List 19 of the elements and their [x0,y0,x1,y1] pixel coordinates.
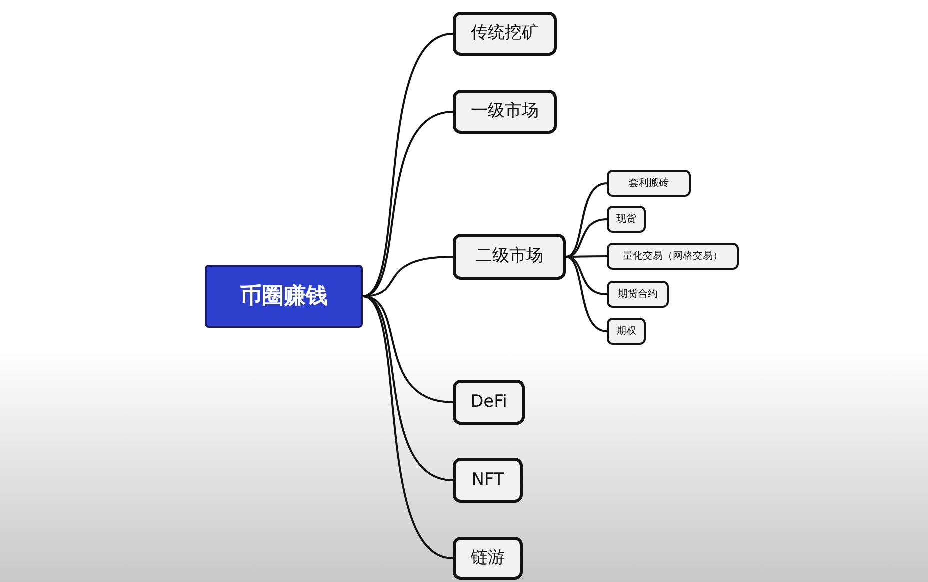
root-topic-box: 币圈赚钱 [205,265,363,328]
topic-box: 期权 [607,318,646,345]
topic-box: 传统挖矿 [453,12,557,56]
connector-line [362,111,454,298]
topic-box: 期货合约 [607,281,669,308]
topic-box: 现货 [607,206,646,233]
connector-line [362,296,454,482]
topic-box: 套利搬砖 [607,170,691,197]
connector-line [566,218,608,258]
topic-box: 二级市场 [453,234,566,280]
connector-line [566,256,608,332]
topic-box: NFT [453,458,523,503]
connector-line [362,296,454,560]
topic-box: 一级市场 [453,90,557,134]
topic-box: DeFi [453,380,525,425]
connector-line [566,256,608,296]
connector-line [566,182,608,258]
topic-box: 链游 [453,537,523,580]
topic-box: 量化交易（网格交易） [607,243,739,270]
